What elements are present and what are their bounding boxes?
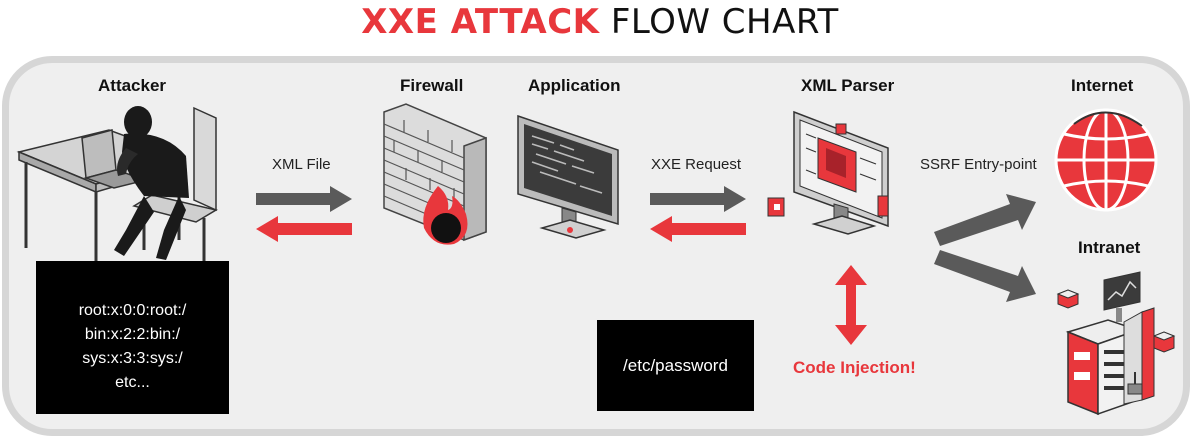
firewall-brick-icon — [383, 103, 487, 245]
monitor-icon — [517, 114, 619, 239]
globe-icon — [1054, 108, 1158, 212]
target-file-box: /etc/password — [597, 320, 754, 411]
internet-label: Internet — [1071, 76, 1134, 95]
terminal-line: etc... — [115, 374, 150, 391]
title-rest: FLOW CHART — [599, 2, 839, 42]
arrow-to-internet-gray — [934, 194, 1036, 246]
target-file-text: /etc/password — [623, 356, 728, 375]
xxe-request-label: XXE Request — [651, 156, 742, 173]
firewall-label: Firewall — [400, 76, 464, 95]
terminal-line: bin:x:2:2:bin:/ — [84, 326, 181, 343]
arrow-left-red — [256, 216, 352, 242]
code-injection-label: Code Injection! — [793, 358, 916, 377]
arrow-right-gray — [256, 186, 352, 212]
title-highlight: XXE ATTACK — [361, 2, 600, 42]
application-label: Application — [528, 76, 621, 95]
attacker-output-terminal: root:x:0:0:root:/ bin:x:2:2:bin:/ sys:x:… — [36, 261, 229, 414]
server-rack-icon — [1056, 271, 1176, 416]
arrow-to-intranet-gray — [934, 250, 1036, 302]
double-arrow-vertical-red — [835, 265, 867, 345]
chart-title: XXE ATTACK FLOW CHART — [0, 2, 1200, 42]
attacker-label: Attacker — [98, 76, 167, 95]
arrow-left-red — [650, 216, 746, 242]
xml-parser-label: XML Parser — [801, 76, 895, 95]
intranet-label: Intranet — [1078, 238, 1141, 257]
terminal-line: root:x:0:0:root:/ — [78, 302, 187, 319]
terminal-line: sys:x:3:3:sys:/ — [82, 350, 183, 367]
attacker-at-desk-icon — [16, 106, 218, 262]
arrow-right-gray — [650, 186, 746, 212]
xml-parser-board-icon — [767, 110, 889, 235]
xml-file-label: XML File — [272, 156, 331, 173]
ssrf-label: SSRF Entry-point — [920, 156, 1037, 173]
